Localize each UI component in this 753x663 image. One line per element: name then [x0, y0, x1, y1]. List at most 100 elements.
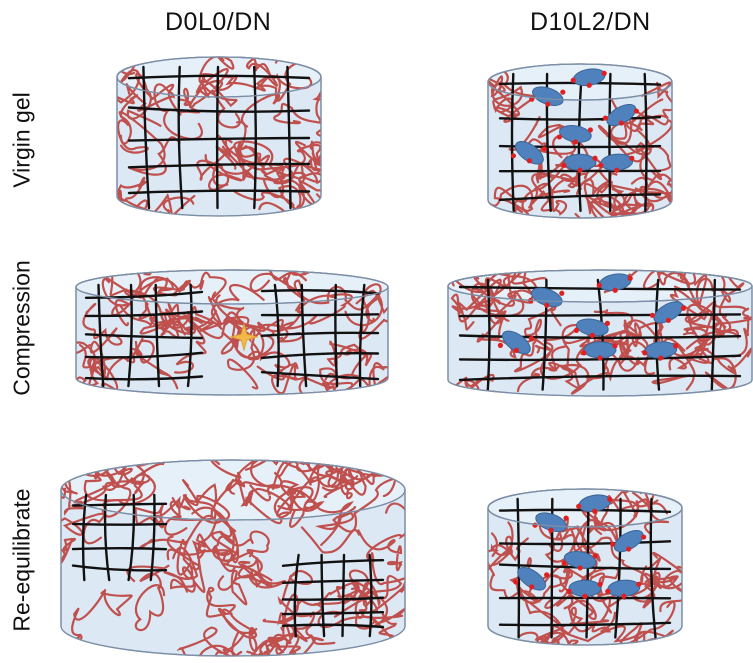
network-strand — [516, 497, 521, 639]
crosslink-dot — [556, 134, 563, 140]
polymer-chain — [166, 506, 240, 564]
crosslink-dot — [544, 302, 550, 308]
network-strand — [103, 493, 111, 582]
network-strand — [281, 596, 385, 601]
network-strand — [84, 333, 204, 340]
crosslink-dot — [566, 588, 572, 594]
crosslink-dot — [582, 593, 588, 599]
network-strand — [498, 193, 662, 202]
polymer-chain — [212, 530, 270, 579]
crosslink-dot — [541, 146, 548, 152]
network-strand — [84, 375, 204, 381]
network-strand — [215, 65, 220, 210]
crosslink-dot — [559, 290, 565, 296]
crosslink-dot — [577, 167, 583, 173]
crosslink-dot — [526, 158, 533, 164]
crosslink-dot — [642, 350, 648, 356]
polymer-chain — [488, 521, 529, 574]
polymer-chain — [516, 345, 580, 393]
network-strand — [281, 623, 385, 629]
crosslink-dot — [649, 312, 656, 318]
polymer-chain — [205, 586, 258, 656]
column-title-d0l0: D0L0/DN — [165, 8, 272, 36]
polymer-chain — [558, 324, 656, 395]
crosslink-dot — [572, 139, 579, 145]
polymer-chain — [126, 72, 203, 140]
network-strand — [585, 497, 590, 639]
crosslink-dot — [641, 534, 647, 540]
network-strand — [458, 374, 742, 382]
polymer-chain — [223, 315, 261, 360]
polymer-chain — [240, 484, 307, 515]
network-strand — [84, 290, 204, 299]
crosslink-dot — [618, 120, 625, 126]
crosslink-dot — [597, 355, 603, 361]
network-strand — [608, 72, 612, 212]
polymer-chain — [326, 340, 373, 376]
crosslink-dot — [621, 593, 627, 599]
polymer-chain — [629, 81, 672, 125]
crosslink-dot — [629, 155, 635, 161]
polymer-chain — [101, 276, 191, 307]
polymer-chain — [632, 551, 682, 603]
network-strand — [127, 106, 311, 113]
clay-particle — [532, 86, 564, 106]
network-strand — [498, 621, 672, 627]
network-strand — [260, 352, 380, 360]
polymer-chain — [271, 362, 332, 395]
crosslink-dot — [658, 355, 664, 361]
crosslink-dot — [636, 581, 642, 587]
crosslink-dot — [607, 496, 613, 502]
network-strand — [458, 313, 742, 318]
polymer-chain — [300, 526, 403, 572]
network-strand — [127, 189, 311, 195]
crosslink-dot — [612, 343, 618, 349]
polymer-chain — [539, 596, 611, 645]
crosslink-dot — [561, 162, 567, 168]
crosslink-dot — [633, 108, 640, 114]
polymer-chain — [517, 631, 579, 645]
polymer-chain — [488, 75, 523, 114]
crosslink-dot — [612, 287, 618, 293]
network-strand — [281, 559, 385, 567]
polymer-chain — [277, 569, 314, 632]
crosslink-dot — [598, 162, 604, 168]
gel-cylinder-d0l0-compression — [75, 269, 389, 396]
network-strand — [498, 540, 672, 546]
polymer-chain — [560, 156, 620, 191]
polymer-chain — [335, 569, 381, 612]
network-strand — [260, 331, 380, 337]
crosslink-dot — [563, 515, 569, 521]
network-strand — [127, 136, 311, 142]
polymer-chain — [289, 487, 356, 530]
polymer-chain — [552, 98, 672, 168]
network-strand — [458, 285, 742, 291]
network-strand — [498, 115, 662, 121]
crosslink-dot — [680, 305, 687, 311]
clay-particle — [515, 141, 544, 165]
polymer-chain — [600, 494, 670, 534]
polymer-chain — [124, 289, 181, 337]
network-strand — [281, 611, 385, 616]
network-strand — [643, 72, 648, 212]
polymer-chain — [117, 111, 181, 176]
polymer-chain — [138, 533, 254, 571]
crosslink-dot — [673, 343, 679, 349]
crosslink-dot — [573, 327, 580, 333]
crosslink-dot — [570, 77, 576, 83]
polymer-chain — [450, 278, 510, 331]
network-strand — [654, 278, 661, 391]
crosslink-dot — [561, 560, 567, 566]
network-strand — [127, 74, 311, 80]
crosslink-dot — [513, 347, 520, 353]
crosslink-dot — [592, 553, 598, 559]
crosslink-dot — [614, 167, 620, 173]
crosslink-dot — [626, 546, 632, 552]
crosslink-dot — [602, 115, 609, 121]
crosslink-dot — [576, 503, 582, 509]
clay-particles — [513, 494, 647, 599]
polymer-chain — [573, 515, 619, 552]
gel-cylinder-d0l0-virgin — [116, 56, 322, 217]
gel-cylinder-d0l0-reequilibrate — [60, 459, 406, 657]
clay-particles — [497, 273, 687, 361]
